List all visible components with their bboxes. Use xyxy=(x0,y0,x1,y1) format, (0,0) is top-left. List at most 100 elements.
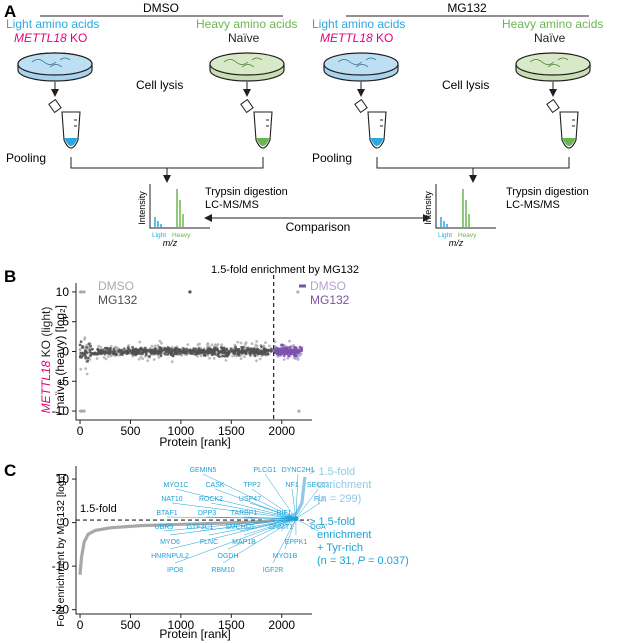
c-gene-label: USP47 xyxy=(239,496,261,503)
b-ytick-label: 5 xyxy=(62,315,69,329)
b-point xyxy=(152,351,156,355)
c-lower-legend-3: + Tyr-rich xyxy=(317,542,363,554)
b-point xyxy=(273,348,276,352)
b-ytick-label: -10 xyxy=(52,404,70,418)
c-gene-leader xyxy=(214,488,296,519)
b-point xyxy=(216,343,220,346)
b-point xyxy=(284,349,287,352)
b-point xyxy=(173,351,177,355)
b-point xyxy=(149,350,153,354)
b-point xyxy=(227,350,231,353)
b-point xyxy=(98,349,101,352)
b-point xyxy=(163,346,167,350)
c-gene-label: GTF3C1 xyxy=(187,524,214,531)
b-point xyxy=(277,351,281,355)
intensity-label: Intensity xyxy=(423,191,433,225)
pooling-label: Pooling xyxy=(6,151,46,165)
heavy-tick-label: Heavy xyxy=(458,232,477,239)
mz-label: m/z xyxy=(163,238,178,248)
b-point xyxy=(166,353,170,356)
c-lower-legend-4: (n = 31, P = 0.037) xyxy=(317,555,409,567)
c-gene-leader xyxy=(280,518,297,532)
c-gene-leader xyxy=(163,518,296,532)
c-gene-leader xyxy=(202,473,296,519)
b-point xyxy=(281,343,285,347)
c-upper-legend-3: (n = 299) xyxy=(317,493,361,505)
b-point xyxy=(282,346,286,350)
b-point xyxy=(170,360,174,364)
b-point xyxy=(183,350,187,353)
b-point xyxy=(197,347,201,351)
b-xtick-label: 1000 xyxy=(168,424,195,438)
c-upper-legend-2: enrichment xyxy=(317,479,371,491)
b-point xyxy=(250,342,254,345)
digest-label: Trypsin digestion xyxy=(506,186,589,198)
b-point xyxy=(113,352,117,356)
c-gene-leader xyxy=(272,518,297,564)
b-point xyxy=(213,346,217,350)
c-gene-label: SEC63 xyxy=(307,482,329,489)
b-point xyxy=(120,348,123,352)
c-gene-label: TPP2 xyxy=(243,482,261,489)
b-point xyxy=(252,350,256,353)
b-xtick-label: 2000 xyxy=(268,424,295,438)
b-legend-dmso-right: DMSO xyxy=(310,279,346,293)
b-point xyxy=(206,351,210,355)
b-point xyxy=(103,352,107,355)
b-point xyxy=(237,347,241,351)
c-gene-leader xyxy=(264,473,297,519)
b-point xyxy=(195,350,198,354)
b-point xyxy=(227,352,231,356)
b-point xyxy=(186,343,190,346)
b-point xyxy=(198,351,202,355)
b-point xyxy=(225,347,229,351)
b-point xyxy=(256,347,259,351)
spectrum: Intensity Light Heavy m/z xyxy=(423,184,496,248)
b-point xyxy=(210,343,214,347)
b-point xyxy=(239,350,243,354)
c-ylabel: Fold enrichment by MG132 [log₂] xyxy=(55,473,67,627)
b-ylabel-rest: KO (light) xyxy=(39,307,53,361)
c-gene-leader xyxy=(295,473,299,519)
b-point xyxy=(157,356,161,359)
pooling-bracket xyxy=(376,157,570,169)
c-gene-label: IGF2R xyxy=(263,567,284,574)
b-point xyxy=(84,367,88,370)
b-point xyxy=(294,357,297,361)
c-gene-leader xyxy=(291,488,297,519)
b-point xyxy=(280,352,284,356)
comparison-label: Comparison xyxy=(286,220,351,234)
dish-heavy xyxy=(515,52,591,82)
b-ylabel-line1: METTL18 KO (light) xyxy=(39,307,53,414)
b-point xyxy=(185,347,189,351)
b-point xyxy=(280,349,283,353)
c-gene-leader xyxy=(249,502,296,519)
b-point xyxy=(141,357,145,360)
b-point xyxy=(217,352,220,355)
b-point xyxy=(196,343,200,346)
b-point xyxy=(125,349,128,353)
b-point xyxy=(231,354,234,358)
b-point xyxy=(239,353,243,357)
b-point xyxy=(296,290,300,294)
b-point xyxy=(129,349,133,353)
b-point xyxy=(288,346,292,349)
b-point xyxy=(208,356,212,360)
c-gene-leader xyxy=(174,518,296,564)
b-point xyxy=(224,353,228,357)
b-point xyxy=(78,349,82,352)
b-point xyxy=(138,340,142,344)
b-point xyxy=(212,349,216,352)
b-point xyxy=(212,357,216,360)
c-gene-leader xyxy=(208,518,296,536)
b-point xyxy=(233,354,237,358)
b-point xyxy=(282,358,286,361)
b-point xyxy=(296,358,300,361)
b-point xyxy=(196,354,200,358)
b-point xyxy=(127,347,131,351)
b-point xyxy=(255,340,259,343)
b-point xyxy=(252,347,256,351)
b-point xyxy=(218,355,221,358)
